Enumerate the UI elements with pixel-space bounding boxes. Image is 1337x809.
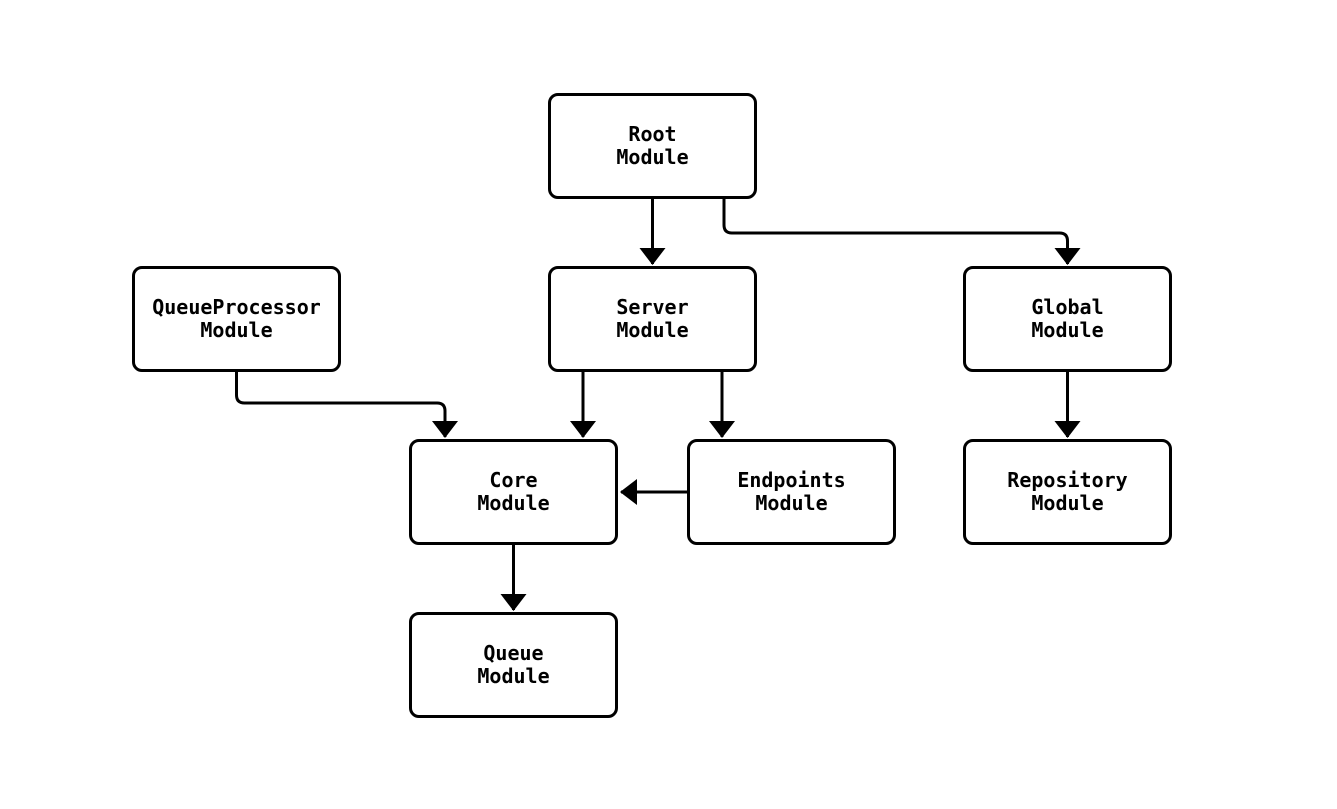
node-server-module-label: Server Module xyxy=(616,295,689,342)
node-queue-module: Queue Module xyxy=(409,612,618,718)
node-queue-module-label: Queue Module xyxy=(477,641,550,688)
node-core-module: Core Module xyxy=(409,439,618,545)
node-global-module: Global Module xyxy=(963,266,1172,372)
node-repository-module-label: Repository Module xyxy=(1007,468,1128,515)
node-endpoints-module: Endpoints Module xyxy=(687,439,896,545)
edge-queueprocessor-to-core xyxy=(235,372,458,438)
node-core-module-label: Core Module xyxy=(477,468,550,515)
node-queueprocessor-module-label: QueueProcessor Module xyxy=(152,295,321,342)
node-repository-module: Repository Module xyxy=(963,439,1172,545)
node-root-module: Root Module xyxy=(548,93,757,199)
node-server-module: Server Module xyxy=(548,266,757,372)
node-endpoints-module-label: Endpoints Module xyxy=(737,468,846,515)
node-queueprocessor-module: QueueProcessor Module xyxy=(132,266,341,372)
node-root-module-label: Root Module xyxy=(616,122,689,169)
node-global-module-label: Global Module xyxy=(1031,295,1104,342)
edge-root-to-global xyxy=(722,199,1081,265)
